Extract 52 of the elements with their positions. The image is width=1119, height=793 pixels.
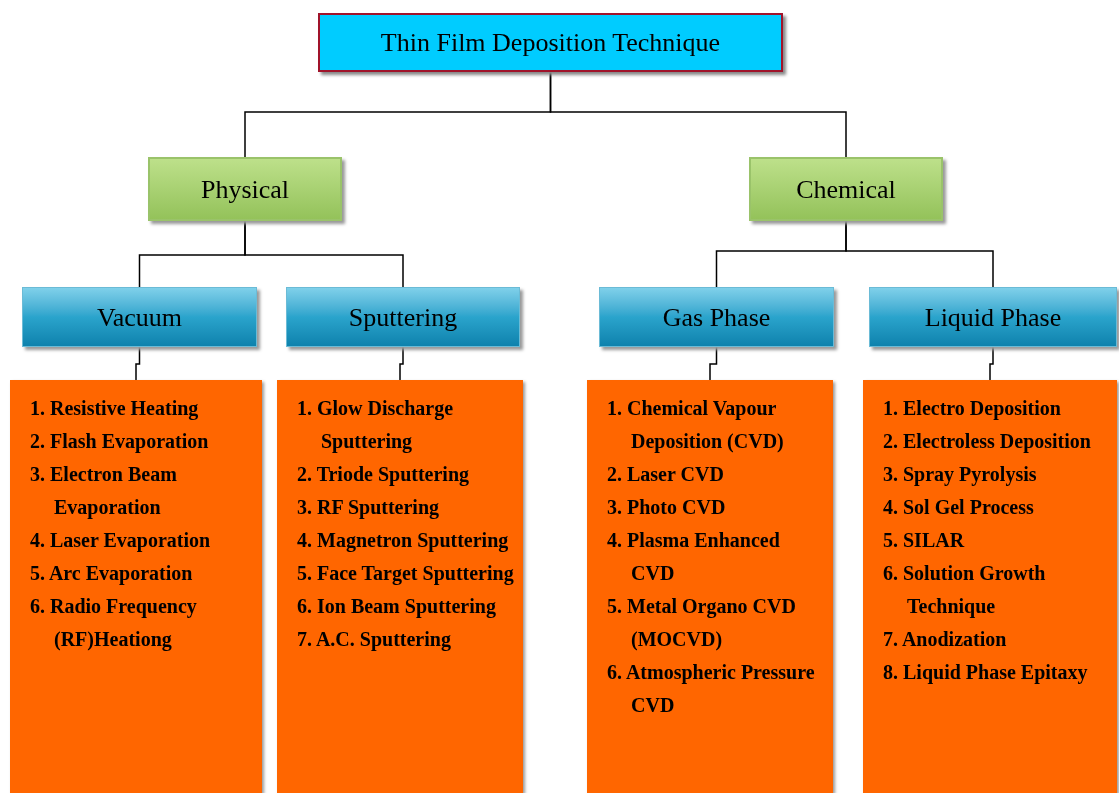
method-list-box (277, 380, 523, 793)
list-item: 8. Liquid Phase Epitaxy (883, 660, 1089, 686)
list-item: 2. Flash Evaporation (30, 429, 210, 455)
node-label: Chemical (796, 173, 896, 206)
list-item: 6. Ion Beam Sputtering (297, 594, 497, 620)
list-item: 6. Atmospheric Pressure CVD (607, 660, 816, 718)
list-item: 5. Face Target Sputtering (297, 561, 515, 587)
node-label: Vacuum (96, 301, 183, 334)
connector-line (135, 346, 141, 381)
list-item: 7. A.C. Sputtering (297, 627, 452, 653)
list-item: 4. Plasma Enhanced CVD (607, 528, 781, 586)
list-item: 3. RF Sputtering (297, 495, 441, 521)
connector-line (549, 71, 847, 158)
list-item: 2. Electroless Deposition (883, 429, 1092, 455)
category-box (148, 157, 342, 221)
list-item: 2. Triode Sputtering (297, 462, 471, 488)
list-item: 5. Arc Evaporation (30, 561, 194, 587)
list-item: 6. Radio Frequency (RF)Heationg (30, 594, 198, 653)
method-list-box (10, 380, 262, 793)
connector-line (845, 220, 994, 288)
node-label: Liquid Phase (924, 301, 1062, 334)
list-item: 5. SILAR (883, 528, 966, 553)
connector-line (709, 346, 718, 381)
list-item: 1. Glow Discharge Sputtering (297, 396, 455, 455)
subcategory-box (869, 287, 1117, 347)
category-box (749, 157, 943, 221)
subcategory-box (22, 287, 257, 347)
list-item: 4. Magnetron Sputtering (297, 528, 510, 554)
list-item: 7. Anodization (883, 627, 1008, 652)
list-item: 1. Resistive Heating (30, 396, 200, 422)
subcategory-box (599, 287, 834, 347)
method-list-box (587, 380, 833, 793)
node-label: Thin Film Deposition Technique (380, 27, 721, 59)
list-item: 3. Photo CVD (607, 495, 727, 520)
connector-line (244, 220, 404, 288)
method-list-box (863, 380, 1117, 793)
connector-line (989, 346, 994, 381)
list-item: 5. Metal Organo CVD (MOCVD) (607, 594, 797, 653)
list-item: 4. Laser Evaporation (30, 528, 212, 554)
list-item: 3. Electron Beam Evaporation (30, 462, 178, 521)
list-item: 1. Chemical Vapour Deposition (CVD) (607, 396, 785, 455)
node-label: Sputtering (348, 301, 458, 334)
subcategory-box (286, 287, 520, 347)
title-box (318, 13, 783, 72)
list-item: 4. Sol Gel Process (883, 495, 1035, 520)
node-label: Gas Phase (662, 301, 771, 334)
list-item: 1. Electro Deposition (883, 396, 1062, 422)
list-item: 2. Laser CVD (607, 462, 725, 487)
list-item: 6. Solution Growth Technique (883, 561, 1047, 620)
node-label: Physical (200, 173, 290, 206)
connector-line (399, 346, 404, 381)
list-item: 3. Spray Pyrolysis (883, 462, 1038, 488)
